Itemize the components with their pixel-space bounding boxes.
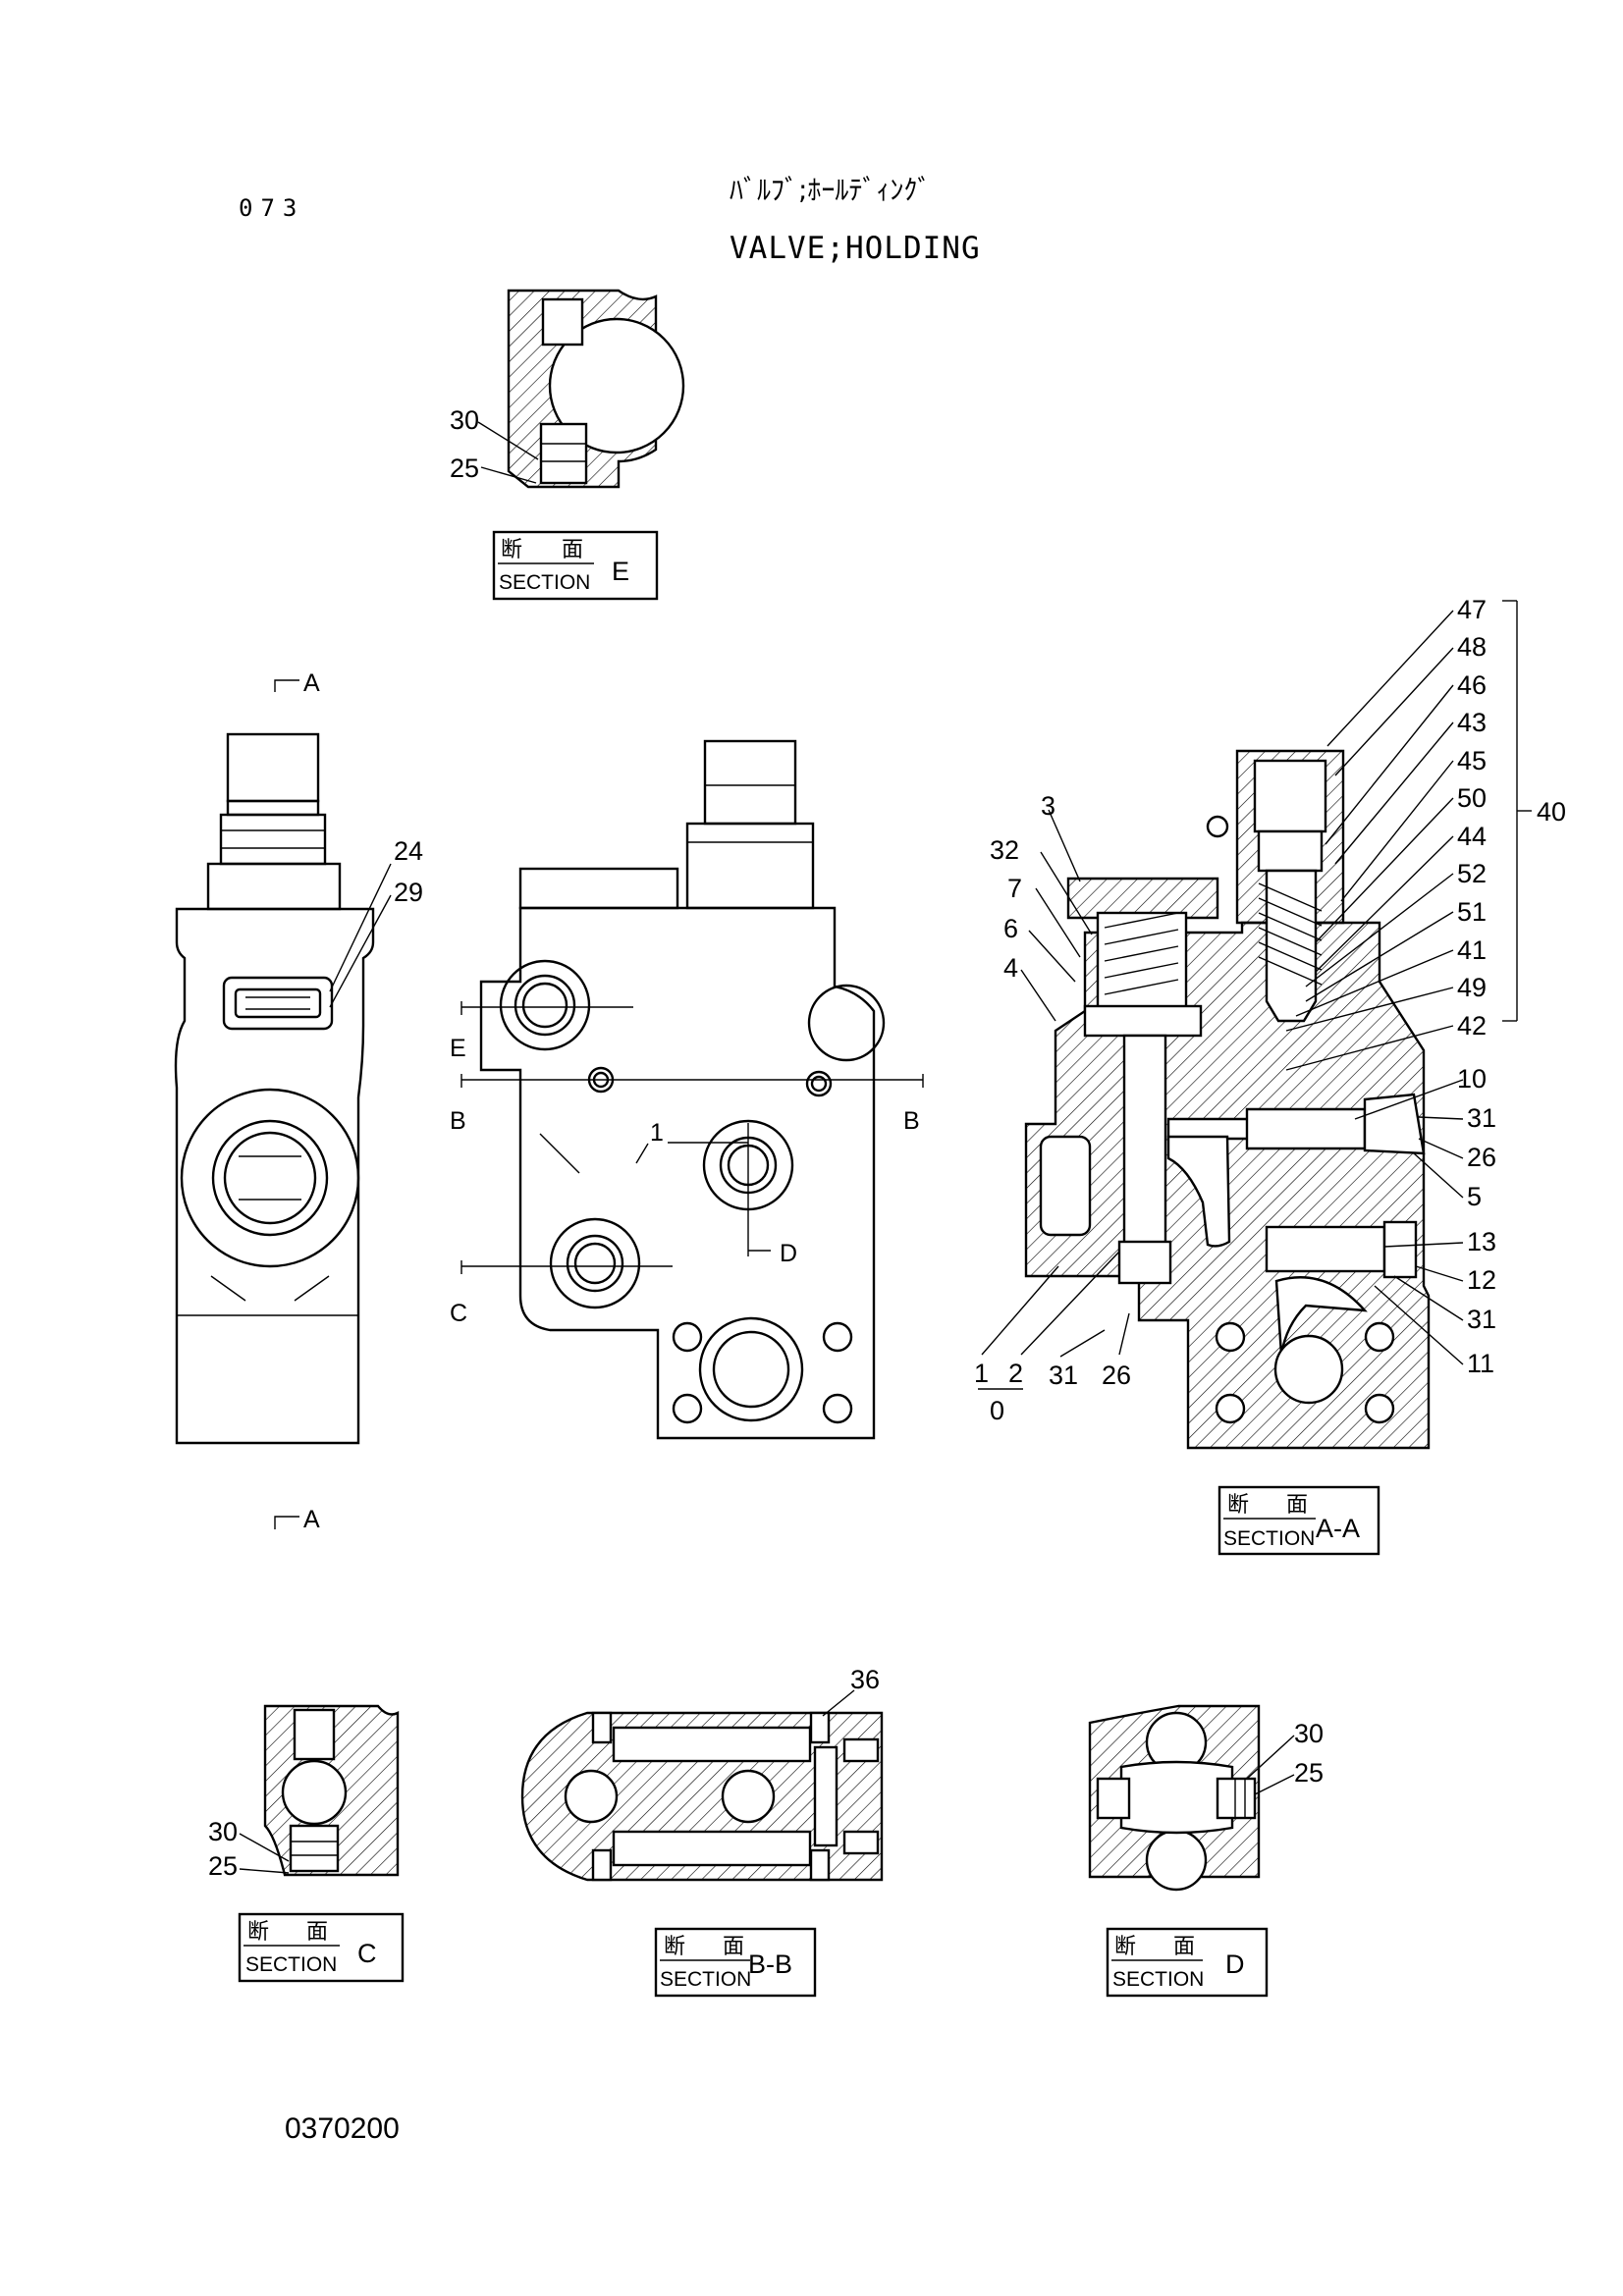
callout-aa-42: 42 [1457,1011,1487,1041]
callout-side-24: 24 [394,836,423,866]
callout-d-30: 30 [1294,1719,1324,1748]
callout-aa-40: 40 [1537,797,1566,827]
callout-e-25: 25 [450,454,479,483]
callout-aa-4: 4 [1003,953,1018,983]
callout-aa-50: 50 [1457,783,1487,813]
callout-aa-26c: 26 [1102,1361,1131,1390]
cut-b-left: B [450,1107,466,1135]
callout-side-29: 29 [394,878,423,907]
callout-bb-36: 36 [850,1665,880,1694]
cut-c: C [450,1300,467,1327]
page-number: 073 [239,194,305,222]
cut-e: E [450,1035,466,1062]
callout-aa-41: 41 [1457,935,1487,965]
section-aa-word: SECTION [1223,1527,1315,1550]
section-c-id: C [357,1939,377,1968]
callout-aa-2: 2 [1008,1359,1023,1388]
section-d-word: SECTION [1112,1968,1204,1991]
title-english: VALVE;HOLDING [730,231,981,266]
cut-one: 1 [650,1119,664,1147]
section-aa-kanji-2: 面 [1286,1492,1308,1517]
front-elevation-view [460,739,924,1440]
section-c-word: SECTION [245,1953,337,1976]
cut-a-top: A [303,669,320,697]
section-d-kanji-1: 断 [1114,1934,1136,1958]
section-c-label-box: 断 面 SECTION C [238,1912,405,1983]
section-bb-kanji-2: 面 [723,1934,744,1958]
section-d-id: D [1225,1949,1245,1979]
callout-aa-32: 32 [990,835,1019,865]
callout-aa-11: 11 [1467,1349,1494,1378]
section-e-kanji-1: 断 [501,537,522,561]
section-aa-id: A-A [1316,1514,1360,1543]
section-c-kanji-2: 面 [306,1919,328,1944]
section-c-view [239,1704,400,1877]
callout-aa-5: 5 [1467,1182,1482,1211]
callout-aa-1: 1 [974,1359,989,1388]
section-bb-id: B-B [748,1949,792,1979]
section-c-kanji-1: 断 [247,1919,269,1944]
section-bb-kanji-1: 断 [664,1934,685,1958]
section-e-view [477,289,685,489]
section-d-kanji-2: 面 [1173,1934,1195,1958]
callout-aa-51: 51 [1457,897,1487,927]
section-e-kanji-2: 面 [562,537,583,561]
callout-aa-12: 12 [1467,1265,1496,1295]
callout-aa-6: 6 [1003,914,1018,943]
section-aa-kanji-1: 断 [1227,1492,1249,1517]
section-d-view [1088,1704,1295,1892]
side-elevation-view [174,679,392,1529]
drawing-number: 0370200 [285,2112,400,2145]
callout-aa-7: 7 [1007,874,1022,903]
callout-c-30: 30 [208,1817,238,1846]
callout-aa-10: 10 [1457,1064,1487,1094]
callout-aa-46: 46 [1457,670,1487,700]
callout-aa-44: 44 [1457,822,1487,851]
callout-aa-43: 43 [1457,708,1487,737]
section-e-id: E [612,557,629,586]
callout-aa-52: 52 [1457,859,1487,888]
callout-aa-31a: 31 [1467,1103,1496,1133]
section-aa-label-box: 断 面 SECTION A-A [1217,1485,1380,1556]
section-bb-word: SECTION [660,1968,751,1991]
callout-aa-13: 13 [1467,1227,1496,1256]
callout-aa-0: 0 [990,1396,1004,1425]
cut-a-bottom: A [303,1506,320,1533]
section-bb-label-box: 断 面 SECTION B-B [654,1927,817,1998]
callout-aa-48: 48 [1457,632,1487,662]
callout-e-30: 30 [450,405,479,435]
section-e-word: SECTION [499,571,590,594]
callout-aa-3: 3 [1041,791,1055,821]
callout-aa-31b: 31 [1467,1305,1496,1334]
cut-b-right: B [903,1107,920,1135]
cut-d: D [780,1240,797,1267]
title-japanese: ﾊﾞﾙﾌﾞ;ﾎｰﾙﾃﾞｨﾝｸﾞ [730,174,932,206]
section-d-label-box: 断 面 SECTION D [1106,1927,1269,1998]
callout-aa-45: 45 [1457,746,1487,775]
callout-aa-47: 47 [1457,595,1487,624]
callout-c-25: 25 [208,1851,238,1881]
section-bb-view [520,1689,884,1882]
callout-aa-49: 49 [1457,973,1487,1002]
section-aa-view [978,600,1532,1450]
callout-d-25: 25 [1294,1758,1324,1788]
callout-aa-26a: 26 [1467,1143,1496,1172]
section-e-label-box: 断 面 SECTION E [492,530,659,601]
callout-aa-31c: 31 [1049,1361,1078,1390]
